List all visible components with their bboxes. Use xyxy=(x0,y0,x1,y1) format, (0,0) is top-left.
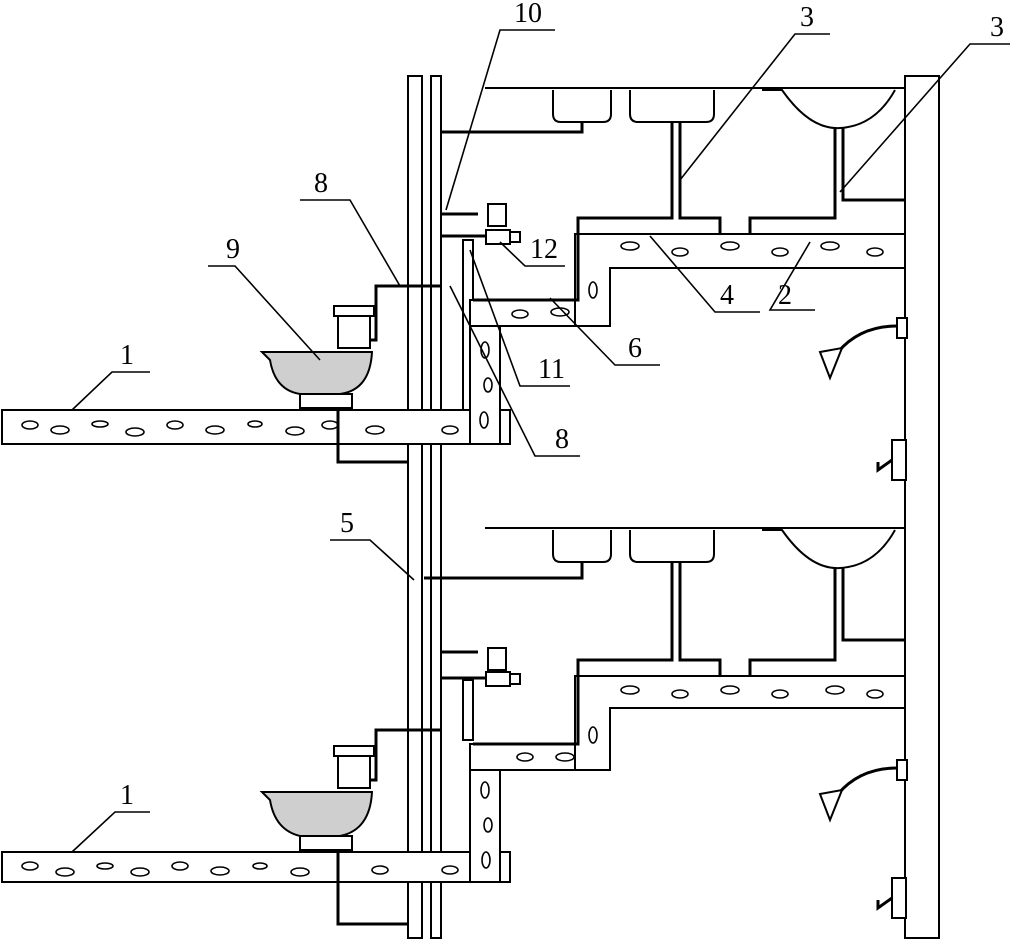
label-1-upper: 1 xyxy=(120,340,134,371)
tap-upper xyxy=(876,439,907,481)
label-3-right: 3 xyxy=(990,12,1004,43)
label-3-left: 3 xyxy=(800,2,814,33)
label-11: 11 xyxy=(538,354,565,385)
valve-upper xyxy=(441,203,521,245)
label-1-lower: 1 xyxy=(120,780,134,811)
shower-head-upper xyxy=(818,317,908,381)
label-10: 10 xyxy=(514,0,542,29)
vertical-stack xyxy=(407,75,474,939)
valve-lower xyxy=(441,647,521,687)
label-8-lower: 8 xyxy=(555,424,569,455)
drain-pipe-lower xyxy=(473,676,580,746)
sinks-upper xyxy=(440,87,905,234)
toilet-lower xyxy=(259,728,441,926)
shower-head-lower xyxy=(818,759,908,823)
right-wall xyxy=(904,75,940,939)
label-4: 4 xyxy=(720,280,734,311)
floor-slab-upper xyxy=(1,233,906,445)
label-2: 2 xyxy=(778,280,792,311)
label-9: 9 xyxy=(226,234,240,265)
slab-aggregate-lower xyxy=(21,685,884,877)
sinks-lower xyxy=(424,527,905,676)
label-6: 6 xyxy=(628,333,642,364)
label-8-upper: 8 xyxy=(314,168,328,199)
label-12: 12 xyxy=(530,234,558,265)
tap-lower xyxy=(876,877,907,919)
floor-slab-lower xyxy=(1,675,906,883)
leader-lines xyxy=(71,29,1010,853)
drain-pipe-upper xyxy=(473,234,580,302)
label-5: 5 xyxy=(340,508,354,539)
toilet-upper xyxy=(259,284,441,464)
slab-aggregate-upper xyxy=(21,241,884,437)
